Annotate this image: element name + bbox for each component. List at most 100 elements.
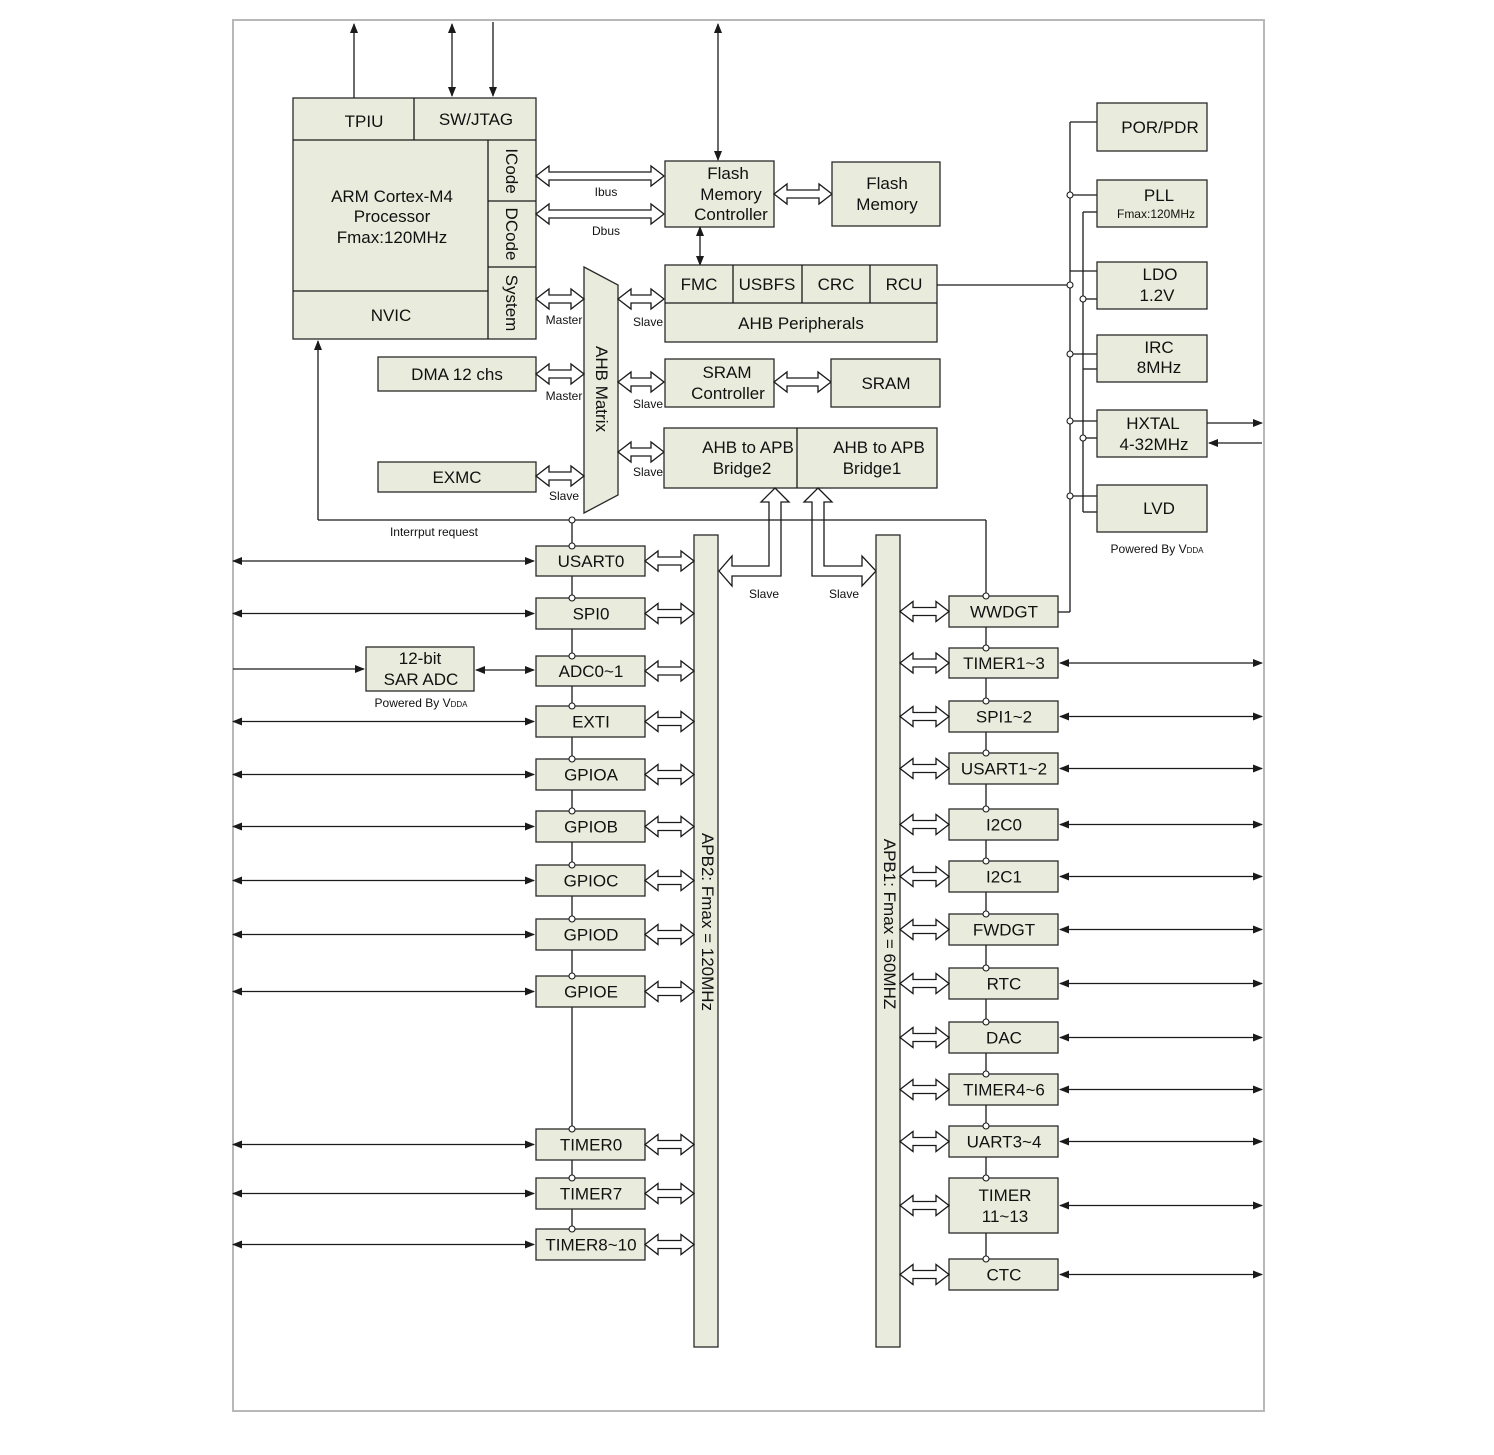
por-pdr-label: POR/PDR <box>1121 118 1198 137</box>
apb1-wwdgt-block <box>948 595 1059 628</box>
apb1-timer-11-13-bus-arrow <box>898 1194 951 1217</box>
apb1-ctc-bus-arrow <box>898 1263 951 1286</box>
sar-adc-line1: 12-bit <box>399 649 442 668</box>
apb1-rtc-bus-arrow <box>898 972 951 995</box>
apb1-i2c1-bus-arrow <box>898 865 951 888</box>
icode-label: ICode <box>502 148 521 193</box>
apb1-wwdgt-label: WWDGT <box>970 603 1038 622</box>
apb1-usart1-2-label: USART1~2 <box>961 760 1047 779</box>
page-frame <box>232 19 1265 1412</box>
bridge1-to-apb1-arrow <box>802 487 877 588</box>
ahb-periph-slave-arrow <box>616 287 666 311</box>
sram-block <box>830 358 941 408</box>
flash-controller-line3: Controller <box>694 205 768 224</box>
apb1-ctc-label: CTC <box>987 1266 1022 1285</box>
irc-block <box>1096 334 1208 383</box>
sram-ctrl-slave-arrow <box>616 370 666 394</box>
dma-block <box>377 356 537 392</box>
pll-sub-label: Fmax:120MHz <box>1117 207 1195 221</box>
interrupt-request-label: Interrput request <box>390 525 479 539</box>
cpu-label-line3: Fmax:120MHz <box>337 228 448 247</box>
por-pdr-block <box>1096 102 1208 152</box>
apb2-timer0-block <box>535 1128 646 1161</box>
tpiu-label: TPIU <box>345 112 384 131</box>
apb1-timer-11-13-label-line2: 11~13 <box>982 1207 1028 1226</box>
apb2-usart0-label: USART0 <box>558 552 625 571</box>
ahb-apb-bridges-block <box>663 427 938 489</box>
apb2-gpioa-label: GPIOA <box>564 766 619 785</box>
nvic-label: NVIC <box>371 306 412 325</box>
apb1-uart3-4-irq-dot <box>982 1122 990 1130</box>
slave-label-ahb-periph: Slave <box>633 315 663 329</box>
apb1-peripherals: WWDGTTIMER1~3SPI1~2USART1~2I2C0I2C1FWDGT… <box>898 592 1263 1291</box>
irc-line2: 8MHz <box>1137 358 1181 377</box>
flash-memory-block <box>831 161 941 227</box>
hxtal-line1: HXTAL <box>1126 414 1180 433</box>
apb2-timer8-10-label: TIMER8~10 <box>545 1236 636 1255</box>
lvd-block <box>1096 484 1208 533</box>
bridge1-line1: AHB to APB <box>833 438 925 457</box>
master-label-system: Master <box>546 313 583 327</box>
flash-controller-line1: Flash <box>707 164 749 183</box>
apb1-timer-11-13-block <box>948 1177 1059 1234</box>
apb1-bus-label: APB1: Fmax = 60MHZ <box>880 839 899 1010</box>
apb1-timer1-3-label: TIMER1~3 <box>963 654 1045 673</box>
slave-label-bridge: Slave <box>633 465 663 479</box>
ibus-label: Ibus <box>595 185 618 199</box>
ldo-line1: LDO <box>1143 265 1178 284</box>
system-label: System <box>502 275 521 332</box>
apb2-usart0-irq-dot <box>568 542 576 550</box>
adc-powered-by-label: Powered By VDDA <box>375 696 469 710</box>
apb2-timer7-label: TIMER7 <box>560 1185 622 1204</box>
bridge2-line1: AHB to APB <box>702 438 794 457</box>
apb2-exti-irq-dot <box>568 702 576 710</box>
apb1-timer1-3-block <box>948 647 1059 679</box>
ldo-line2: 1.2V <box>1140 286 1176 305</box>
apb2-peripherals: USART0SPI0ADC0~1EXTIGPIOAGPIOBGPIOCGPIOD… <box>232 516 696 1261</box>
slave-label-sram: Slave <box>633 397 663 411</box>
apb1-wwdgt-bus-arrow <box>898 600 951 623</box>
pll-block <box>1096 179 1208 228</box>
apb1-i2c0-block <box>948 808 1059 841</box>
apb2-timer8-10-bus-arrow <box>643 1233 696 1256</box>
apb2-spi0-bus-arrow <box>643 602 696 625</box>
exmc-block <box>377 461 537 493</box>
apb1-timer-11-13-irq-dot <box>982 1174 990 1182</box>
apb1-fwdgt-irq-dot <box>982 910 990 918</box>
apb2-gpiod-irq-dot <box>568 915 576 923</box>
apb2-spi0-label: SPI0 <box>573 605 610 624</box>
clock-power-group: POR/PDR PLL Fmax:120MHz LDO 1.2V IRC 8MH… <box>1058 102 1263 613</box>
flash-controller-line2: Memory <box>700 185 762 204</box>
ldo-block <box>1096 261 1208 310</box>
ahb-matrix-label: AHB Matrix <box>592 346 611 432</box>
hxtal-line2: 4-32MHz <box>1120 435 1189 454</box>
apb2-gpioe-label: GPIOE <box>564 983 618 1002</box>
apb1-spi1-2-irq-dot <box>982 697 990 705</box>
bridge2-to-apb2-arrow <box>718 487 791 588</box>
apb1-timer1-3-irq-dot <box>982 644 990 652</box>
apb1-spi1-2-block <box>948 700 1059 733</box>
apb1-spi1-2-bus-arrow <box>898 705 951 728</box>
apb1-usart1-2-irq-dot <box>982 749 990 757</box>
ahb-matrix <box>583 265 619 515</box>
apb2-exti-label: EXTI <box>572 713 610 732</box>
sram-ctrl-line1: SRAM <box>702 363 751 382</box>
dbus-label: Dbus <box>592 224 620 238</box>
apb2-timer0-label: TIMER0 <box>560 1136 622 1155</box>
apb2-gpiob-bus-arrow <box>643 815 696 838</box>
bridge2-line2: Bridge2 <box>713 459 772 478</box>
crc-label: CRC <box>818 275 855 294</box>
apb2-spi0-irq-dot <box>568 594 576 602</box>
flash-memory-line1: Flash <box>866 174 908 193</box>
apb2-usart0-block <box>535 545 646 577</box>
apb1-fwdgt-label: FWDGT <box>973 921 1035 940</box>
apb1-timer4-6-irq-dot <box>982 1070 990 1078</box>
lvd-powered-by-label: Powered By VDDA <box>1111 542 1205 556</box>
apb2-gpiod-label: GPIOD <box>564 926 619 945</box>
ahb-peripherals-label: AHB Peripherals <box>738 314 864 333</box>
sram-label: SRAM <box>861 374 910 393</box>
apb2-gpioa-irq-dot <box>568 755 576 763</box>
apb2-gpiod-bus-arrow <box>643 923 696 946</box>
apb1-i2c0-irq-dot <box>982 805 990 813</box>
